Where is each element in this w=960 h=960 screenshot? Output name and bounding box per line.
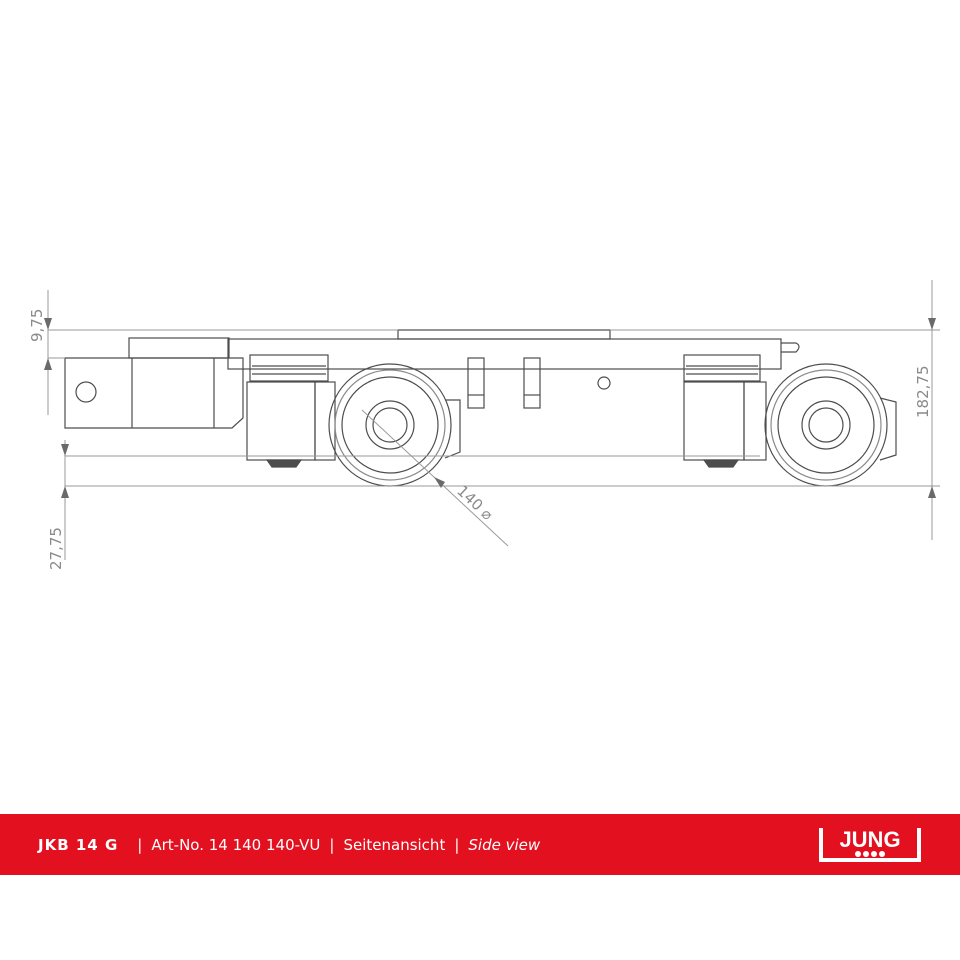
- model-name: JKB 14 G: [38, 835, 119, 854]
- footer-bar: JKB 14 G | Art-No. 14 140 140-VU | Seite…: [0, 814, 960, 875]
- tow-hole: [75, 381, 97, 403]
- separator: |: [137, 835, 143, 854]
- footer-caption: JKB 14 G | Art-No. 14 140 140-VU | Seite…: [38, 814, 540, 875]
- left-bogie-housing: [246, 381, 316, 461]
- top-plate: [227, 338, 782, 370]
- tow-bar: [64, 357, 244, 429]
- right-wheel-outer: [764, 363, 888, 487]
- top-strip: [397, 329, 611, 340]
- left-wheel-outer: [328, 363, 452, 487]
- article-number: Art-No. 14 140 140-VU: [151, 835, 321, 854]
- dim-total-height: 182,75: [914, 366, 932, 419]
- side-view-drawing: 9,75 27,75 182,75 140 ⌀: [28, 280, 940, 570]
- jung-logo: JUNG: [819, 827, 921, 862]
- dim-top-offset: 9,75: [28, 309, 46, 342]
- handle-block: [128, 337, 230, 359]
- dim-wheel-diameter: 140 ⌀: [453, 482, 496, 524]
- end-pin: [781, 342, 800, 353]
- logo-text: JUNG: [839, 827, 900, 852]
- view-title-de: Seitenansicht: [343, 835, 446, 854]
- view-title-en: Side view: [468, 835, 541, 854]
- separator: |: [329, 835, 335, 854]
- dim-bottom-offset: 27,75: [47, 527, 65, 570]
- right-bogie-housing: [683, 381, 745, 461]
- separator: |: [454, 835, 460, 854]
